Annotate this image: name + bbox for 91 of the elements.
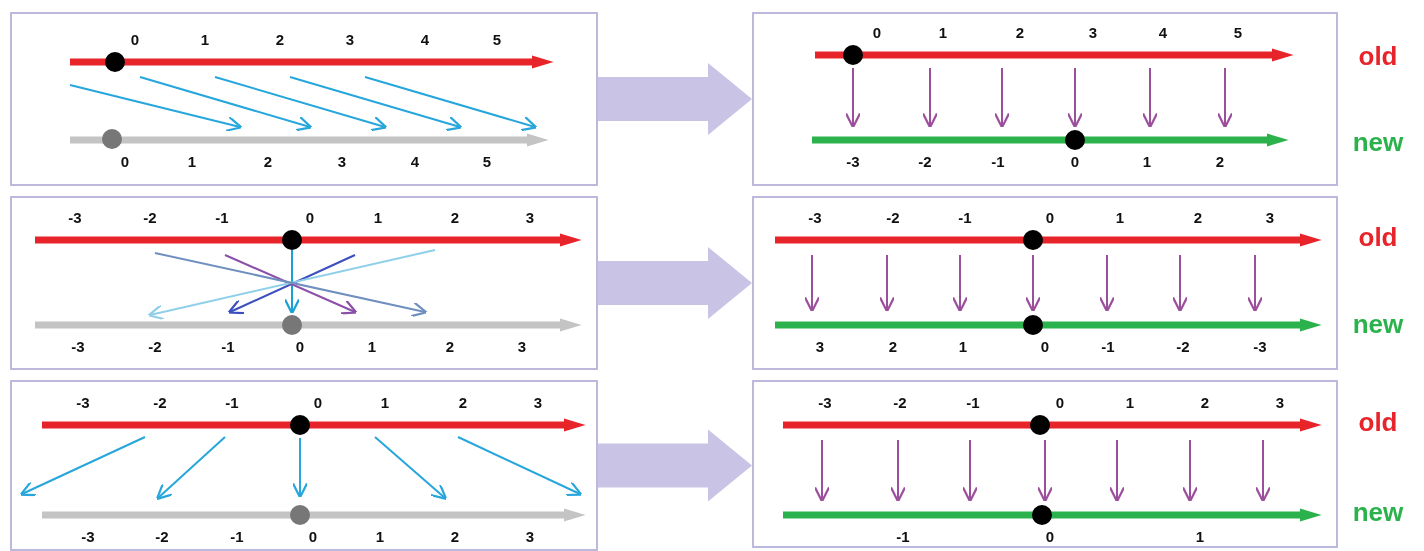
line-label: new [1352,498,1404,526]
tick-label: 2 [1215,154,1225,170]
block-arrow [598,429,752,502]
tick-label: 0 [305,210,315,226]
tick-label: -1 [1101,339,1115,355]
line-label: old [1358,223,1398,251]
tick-label: -2 [886,210,900,226]
tick-label: 2 [1015,25,1025,41]
tick-label: 0 [1055,395,1065,411]
tick-label: 3 [345,32,355,48]
tick-label: 5 [482,154,492,170]
tick-label: 3 [525,529,535,545]
line-label: new [1352,310,1404,338]
line-label: new [1352,128,1404,156]
tick-label: 4 [1158,25,1168,41]
tick-label: 0 [295,339,305,355]
tick-label: -3 [81,529,95,545]
tick-label: -2 [143,210,157,226]
tick-label: 1 [200,32,210,48]
tick-label: 4 [420,32,430,48]
tick-label: 1 [380,395,390,411]
tick-label: -2 [155,529,169,545]
line-label: old [1358,42,1398,70]
number-line-panel [10,12,598,186]
tick-label: 2 [450,210,460,226]
tick-label: -3 [71,339,85,355]
tick-label: 0 [1040,339,1050,355]
tick-label: 1 [958,339,968,355]
tick-label: -1 [230,529,244,545]
tick-label: -2 [918,154,932,170]
tick-label: 1 [187,154,197,170]
tick-label: 0 [872,25,882,41]
tick-label: -3 [76,395,90,411]
tick-label: 2 [275,32,285,48]
number-line-panel [752,12,1338,186]
tick-label: 1 [1195,529,1205,545]
tick-label: 5 [1233,25,1243,41]
tick-label: 2 [888,339,898,355]
tick-label: 3 [815,339,825,355]
tick-label: 1 [938,25,948,41]
block-arrow [598,247,752,319]
tick-label: -2 [153,395,167,411]
tick-label: -2 [148,339,162,355]
tick-label: -1 [958,210,972,226]
tick-label: 3 [533,395,543,411]
tick-label: -3 [68,210,82,226]
tick-label: 0 [313,395,323,411]
tick-label: -2 [893,395,907,411]
tick-label: 4 [410,154,420,170]
tick-label: 3 [337,154,347,170]
tick-label: -3 [808,210,822,226]
tick-label: -1 [966,395,980,411]
number-line-panel [752,380,1338,548]
tick-label: 1 [1142,154,1152,170]
tick-label: 2 [1193,210,1203,226]
tick-label: 3 [1275,395,1285,411]
tick-label: -3 [1253,339,1267,355]
tick-label: 2 [263,154,273,170]
tick-label: 0 [1045,529,1055,545]
tick-label: -1 [896,529,910,545]
tick-label: 3 [525,210,535,226]
tick-label: 0 [1070,154,1080,170]
tick-label: 0 [120,154,130,170]
tick-label: 1 [1115,210,1125,226]
tick-label: 0 [130,32,140,48]
tick-label: 2 [458,395,468,411]
tick-label: -1 [991,154,1005,170]
number-line-panel [10,196,598,370]
block-arrow [598,63,752,135]
tick-label: 1 [367,339,377,355]
tick-label: -1 [225,395,239,411]
tick-label: 1 [375,529,385,545]
tick-label: 2 [1200,395,1210,411]
tick-label: 2 [450,529,460,545]
tick-label: 1 [373,210,383,226]
tick-label: 3 [1088,25,1098,41]
line-label: old [1358,408,1398,436]
tick-label: 5 [492,32,502,48]
tick-label: 0 [1045,210,1055,226]
tick-label: 3 [1265,210,1275,226]
tick-label: 2 [445,339,455,355]
tick-label: -1 [221,339,235,355]
number-line-panel [752,196,1338,370]
tick-label: -2 [1176,339,1190,355]
tick-label: -3 [846,154,860,170]
tick-label: 1 [1125,395,1135,411]
tick-label: -1 [215,210,229,226]
number-line-panel [10,380,598,551]
tick-label: 3 [517,339,527,355]
tick-label: 0 [308,529,318,545]
tick-label: -3 [818,395,832,411]
